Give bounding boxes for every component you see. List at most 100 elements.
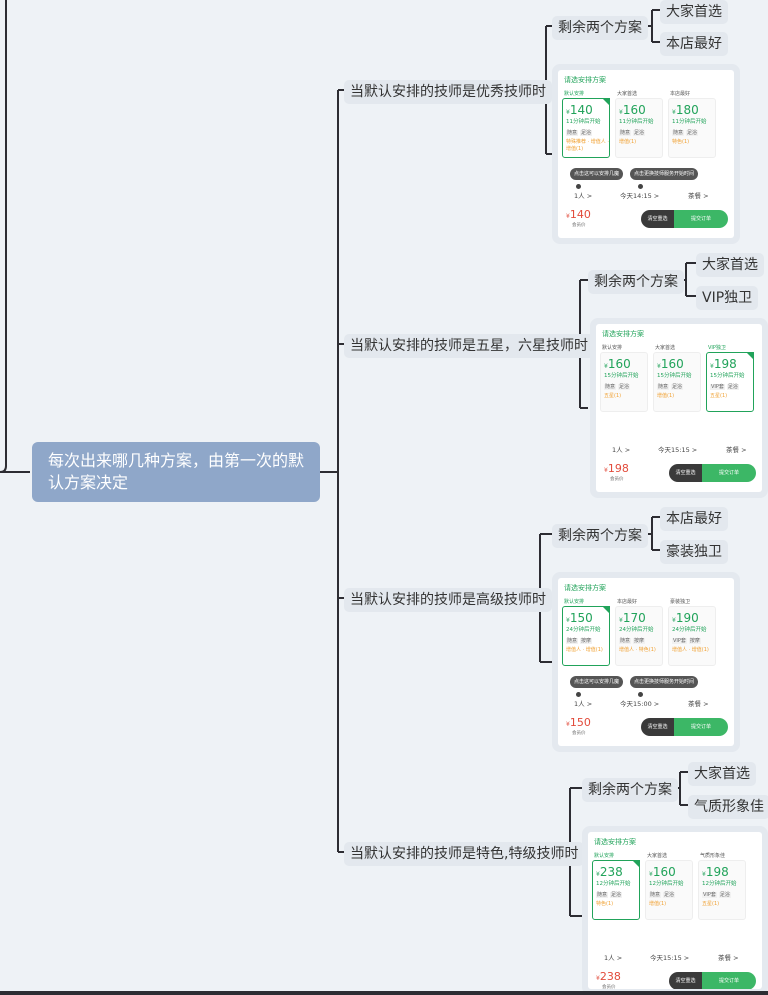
- yen-sign: ¥: [596, 975, 600, 982]
- time-selector[interactable]: 今天15:15 >: [650, 954, 690, 962]
- package-selector[interactable]: 茶餐 >: [688, 192, 709, 200]
- branch-node-special[interactable]: 当默认安排的技师是特色,特级技师时: [344, 842, 585, 866]
- remaining-node[interactable]: 剩余两个方案: [588, 270, 684, 294]
- leaf-node[interactable]: 大家首选: [696, 253, 764, 277]
- clear-button[interactable]: 清空重选: [641, 210, 674, 228]
- leaf-node[interactable]: 本店最好: [660, 32, 728, 56]
- option-note: 特色(1): [672, 139, 690, 145]
- clear-button[interactable]: 清空重选: [641, 718, 674, 736]
- submit-button[interactable]: 提交订单: [674, 718, 728, 736]
- option-start-time: 15分钟后开始: [604, 373, 639, 379]
- package-selector[interactable]: 茶餐 >: [688, 700, 709, 708]
- option-start-time: 12分钟后开始: [702, 881, 737, 887]
- time-selector[interactable]: 今天15:00 >: [620, 700, 660, 708]
- option-name: 本店最好: [670, 91, 691, 97]
- option-price: ¥160: [657, 357, 684, 374]
- tag: 随意: [619, 130, 632, 136]
- card-title: 请选安排方案: [602, 330, 644, 338]
- option-name: 默认安排: [564, 91, 585, 97]
- option-price: ¥198: [702, 865, 729, 882]
- people-selector[interactable]: 1人 >: [612, 446, 631, 454]
- tag: 按摩: [580, 638, 593, 644]
- submit-button[interactable]: 提交订单: [674, 210, 728, 228]
- price-value: 150: [569, 611, 593, 625]
- option-note: 增值人 · 增值(1): [566, 647, 603, 653]
- option-tags: 随意足浴: [596, 891, 624, 898]
- leaf-label: 大家首选: [702, 257, 758, 273]
- leaf-node[interactable]: 本店最好: [660, 507, 728, 531]
- package-selector[interactable]: 茶餐 >: [726, 446, 747, 454]
- tag: 随意: [672, 130, 685, 136]
- tag: 足浴: [718, 892, 731, 898]
- price-value: 160: [622, 103, 646, 117]
- tip-bubble-people: 点击这可以安排几魔: [570, 168, 624, 180]
- submit-button[interactable]: 提交订单: [702, 464, 756, 482]
- option-start-time: 11分钟后开始: [566, 119, 601, 125]
- tag: 足浴: [580, 130, 593, 136]
- option-tags: VIP套按摩: [672, 637, 703, 644]
- leaf-node[interactable]: 豪装独卫: [660, 540, 728, 564]
- yen-sign: ¥: [619, 617, 623, 624]
- dot-marker-icon: [576, 184, 581, 189]
- time-selector[interactable]: 今天15:15 >: [658, 446, 698, 454]
- branch-label: 当默认安排的技师是五星，六星技师时: [350, 338, 588, 354]
- leaf-node[interactable]: VIP独卫: [696, 286, 759, 310]
- option-tags: VIP套足浴: [710, 383, 741, 390]
- leaf-node[interactable]: 大家首选: [660, 0, 728, 24]
- tag: 足浴: [686, 130, 699, 136]
- clear-button[interactable]: 清空重选: [669, 972, 702, 989]
- leaf-label: 本店最好: [666, 511, 722, 527]
- clear-button[interactable]: 清空重选: [669, 464, 702, 482]
- tag: VIP套: [710, 384, 725, 390]
- tag: 随意: [649, 892, 662, 898]
- remaining-node[interactable]: 剩余两个方案: [552, 16, 648, 40]
- leaf-node[interactable]: 气质形象佳: [688, 795, 768, 819]
- tag: 足浴: [633, 130, 646, 136]
- tag: 足浴: [618, 384, 631, 390]
- remaining-label: 剩余两个方案: [588, 782, 672, 798]
- tip-bubble-time: 点击更换技师服务开始时间: [630, 168, 699, 180]
- people-selector[interactable]: 1人 >: [574, 192, 593, 200]
- root-node[interactable]: 每次出来哪几种方案，由第一次的默认方案决定: [32, 442, 320, 502]
- yen-sign: ¥: [604, 363, 608, 370]
- yen-sign: ¥: [657, 363, 661, 370]
- price-sub-label: 会员价: [572, 731, 586, 736]
- price-value: 160: [652, 865, 676, 879]
- price-value: 160: [607, 357, 631, 371]
- remaining-node[interactable]: 剩余两个方案: [582, 778, 678, 802]
- option-note: 五星(1): [604, 393, 622, 399]
- option-start-time: 11分钟后开始: [672, 119, 707, 125]
- option-tags: 随意足浴: [657, 383, 685, 390]
- time-selector[interactable]: 今天14:15 >: [620, 192, 660, 200]
- package-selector[interactable]: 茶餐 >: [718, 954, 739, 962]
- branch-node-five-six-star[interactable]: 当默认安排的技师是五星，六星技师时: [344, 334, 594, 358]
- tag: 按摩: [688, 638, 701, 644]
- people-selector[interactable]: 1人 >: [574, 700, 593, 708]
- leaf-node[interactable]: 大家首选: [688, 762, 756, 786]
- option-price: ¥140: [566, 103, 593, 120]
- submit-button[interactable]: 提交订单: [702, 972, 756, 989]
- branch-node-senior[interactable]: 当默认安排的技师是高级技师时: [344, 588, 552, 612]
- branch-node-excellent[interactable]: 当默认安排的技师是优秀技师时: [344, 80, 552, 104]
- option-start-time: 24分钟后开始: [619, 627, 654, 633]
- tag: 足浴: [726, 384, 739, 390]
- yen-sign: ¥: [566, 721, 570, 728]
- people-selector[interactable]: 1人 >: [604, 954, 623, 962]
- card-title: 请选安排方案: [564, 76, 606, 84]
- remaining-node[interactable]: 剩余两个方案: [552, 524, 648, 548]
